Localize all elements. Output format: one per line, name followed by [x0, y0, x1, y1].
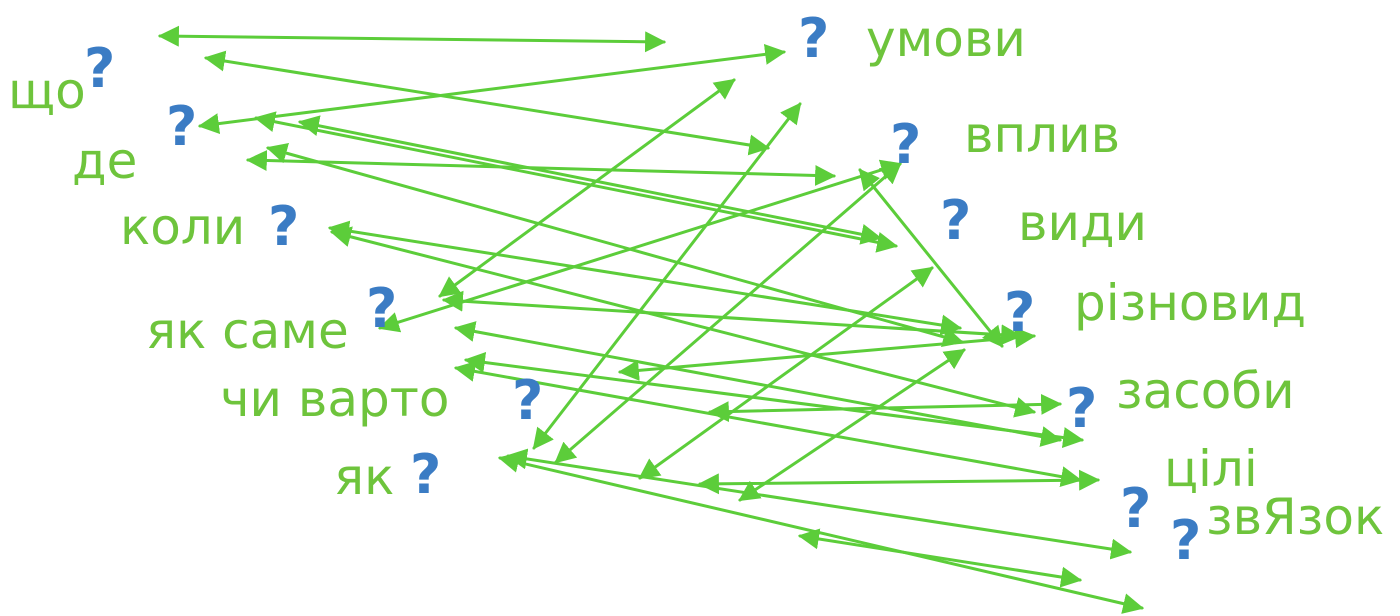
- double-arrow-connector: [203, 50, 771, 156]
- word-umovy: умови: [866, 10, 1026, 68]
- question-mark-icon: ?: [410, 443, 442, 506]
- double-arrow-connector: [697, 469, 1101, 495]
- word-de: де: [72, 132, 138, 190]
- double-arrow-connector: [797, 528, 1083, 588]
- double-arrow-connector: [297, 115, 883, 245]
- word-vydy: види: [1018, 194, 1148, 252]
- question-mark-icon: ?: [798, 7, 830, 70]
- word-chy-varto: чи варто: [220, 370, 450, 428]
- word-zasoby: засоби: [1116, 362, 1295, 420]
- word-riznovyd: різновид: [1074, 274, 1307, 332]
- word-vplyv: вплив: [964, 106, 1121, 164]
- double-arrow-connector: [532, 102, 802, 450]
- question-mark-icon: ?: [1120, 477, 1152, 540]
- question-mark-icon: ?: [268, 195, 300, 258]
- word-shcho: що: [8, 62, 86, 120]
- question-mark-icon: ?: [166, 95, 198, 158]
- word-yak-same: як саме: [146, 302, 349, 360]
- double-arrow-connector: [858, 168, 1004, 348]
- question-mark-icon: ?: [1066, 377, 1098, 440]
- double-arrow-connector: [441, 290, 1023, 346]
- question-mark-icon: ?: [1170, 509, 1202, 572]
- question-mark-icon: ?: [84, 37, 116, 100]
- word-tsili: цілі: [1164, 440, 1258, 498]
- question-mark-icon: ?: [1004, 281, 1036, 344]
- double-arrow-connector: [157, 25, 667, 53]
- word-koly: коли: [120, 198, 246, 256]
- word-yak: як: [334, 448, 395, 506]
- question-mark-icon: ?: [890, 113, 922, 176]
- question-mark-icon: ?: [940, 189, 972, 252]
- double-arrow-connector: [707, 393, 1063, 423]
- double-arrow-connector: [738, 348, 966, 502]
- double-arrow-connector: [197, 43, 787, 135]
- word-zviazok: звЯзок: [1206, 488, 1385, 546]
- question-mark-icon: ?: [512, 369, 544, 432]
- double-arrow-connector: [253, 111, 899, 253]
- question-mark-icon: ?: [366, 277, 398, 340]
